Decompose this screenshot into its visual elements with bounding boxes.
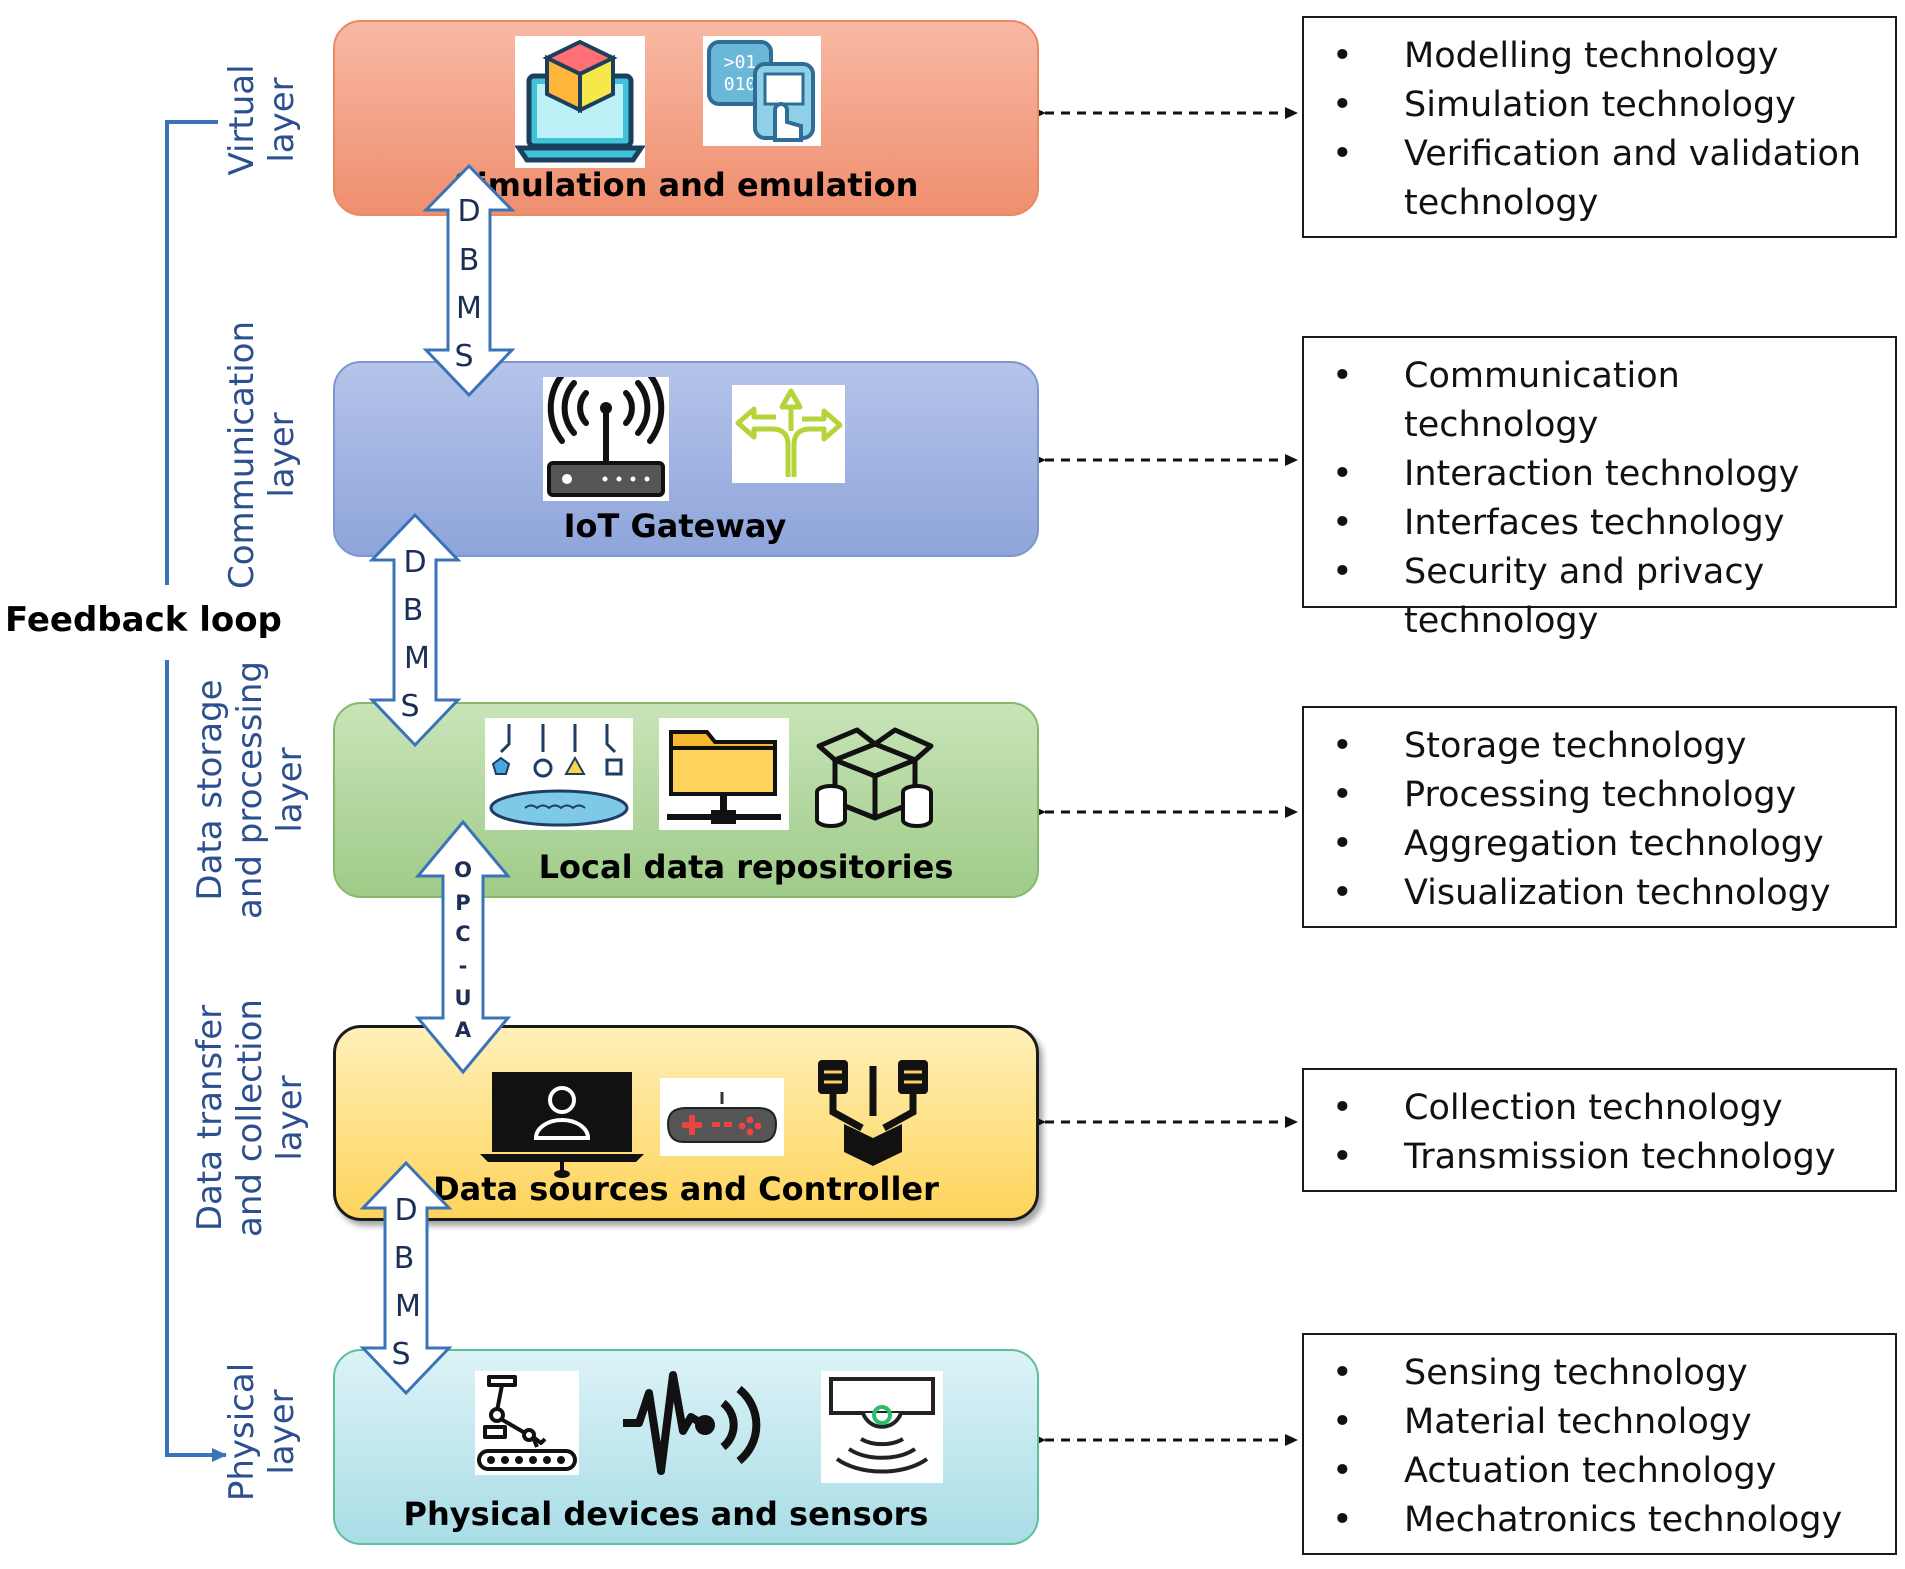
- tech-item-continuation: technology: [1404, 183, 1599, 223]
- tech-item: •Storage technology: [1332, 726, 1747, 766]
- layer-title: Local data repositories: [538, 848, 954, 886]
- feedback-loop-label: Feedback loop: [5, 600, 282, 640]
- tech-item: •Material technology: [1332, 1402, 1752, 1442]
- tech-box-virtual: •Modelling technology •Simulation techno…: [1302, 16, 1897, 238]
- tech-item: •Security and privacy: [1332, 552, 1765, 592]
- tech-box-physical: •Sensing technology •Material technology…: [1302, 1333, 1897, 1555]
- binary-touch-icon: >01 010: [703, 36, 821, 146]
- tech-item: •Transmission technology: [1332, 1137, 1836, 1177]
- tech-item: •Collection technology: [1332, 1088, 1783, 1128]
- network-folder-icon: [659, 718, 789, 830]
- laptop-cube-icon: [515, 36, 645, 168]
- layer-data-transfer: Data sources and Controller: [333, 1025, 1039, 1221]
- dashed-links: [1033, 107, 1298, 1446]
- tech-item: •Sensing technology: [1332, 1353, 1748, 1393]
- tech-box-data-transfer: •Collection technology •Transmission tec…: [1302, 1068, 1897, 1192]
- tech-item: •Interaction technology: [1332, 454, 1800, 494]
- wifi-router-icon: [543, 377, 669, 501]
- layer-communication: IoT Gateway: [333, 361, 1039, 557]
- tech-item: •Visualization technology: [1332, 873, 1831, 913]
- tech-item: •Aggregation technology: [1332, 824, 1824, 864]
- feedback-loop-line: [165, 120, 227, 1462]
- tech-item: •Processing technology: [1332, 775, 1797, 815]
- user-monitor-icon: [480, 1072, 644, 1178]
- tech-item: •Mechatronics technology: [1332, 1500, 1843, 1540]
- pulse-signal-icon: [623, 1371, 761, 1475]
- gamepad-icon: [660, 1078, 784, 1156]
- tech-item: •Actuation technology: [1332, 1451, 1777, 1491]
- tech-box-communication: •Communication technology •Interaction t…: [1302, 336, 1897, 641]
- tech-item: •Verification and validation: [1332, 134, 1862, 174]
- tech-item: •Modelling technology: [1332, 36, 1779, 76]
- svg-text:>01: >01: [724, 52, 757, 73]
- data-merge-icon: [818, 1060, 928, 1166]
- layer-title: IoT Gateway: [563, 507, 787, 545]
- layer-virtual: >01 010 Simulation and emulation: [333, 20, 1039, 216]
- svg-text:010: 010: [724, 74, 757, 95]
- layer-data-storage: Local data repositories: [333, 702, 1039, 898]
- robot-arm-conveyor-icon: [475, 1371, 579, 1475]
- database-box-icon: [815, 727, 934, 828]
- layer-physical: Physical devices and sensors: [333, 1349, 1039, 1545]
- tech-item-continuation: technology: [1404, 601, 1599, 641]
- direction-arrows-icon: [732, 385, 845, 483]
- layer-title: Physical devices and sensors: [403, 1495, 929, 1533]
- layer-title: Data sources and Controller: [433, 1170, 939, 1208]
- tech-box-data-storage: •Storage technology •Processing technolo…: [1302, 706, 1897, 928]
- data-lake-icon: [485, 718, 633, 830]
- tech-item: •Simulation technology: [1332, 85, 1796, 125]
- tech-item: •Interfaces technology: [1332, 503, 1785, 543]
- sensor-icon: [821, 1371, 943, 1483]
- tech-item: •Communication technology: [1332, 356, 1680, 445]
- layer-title: Simulation and emulation: [453, 166, 919, 204]
